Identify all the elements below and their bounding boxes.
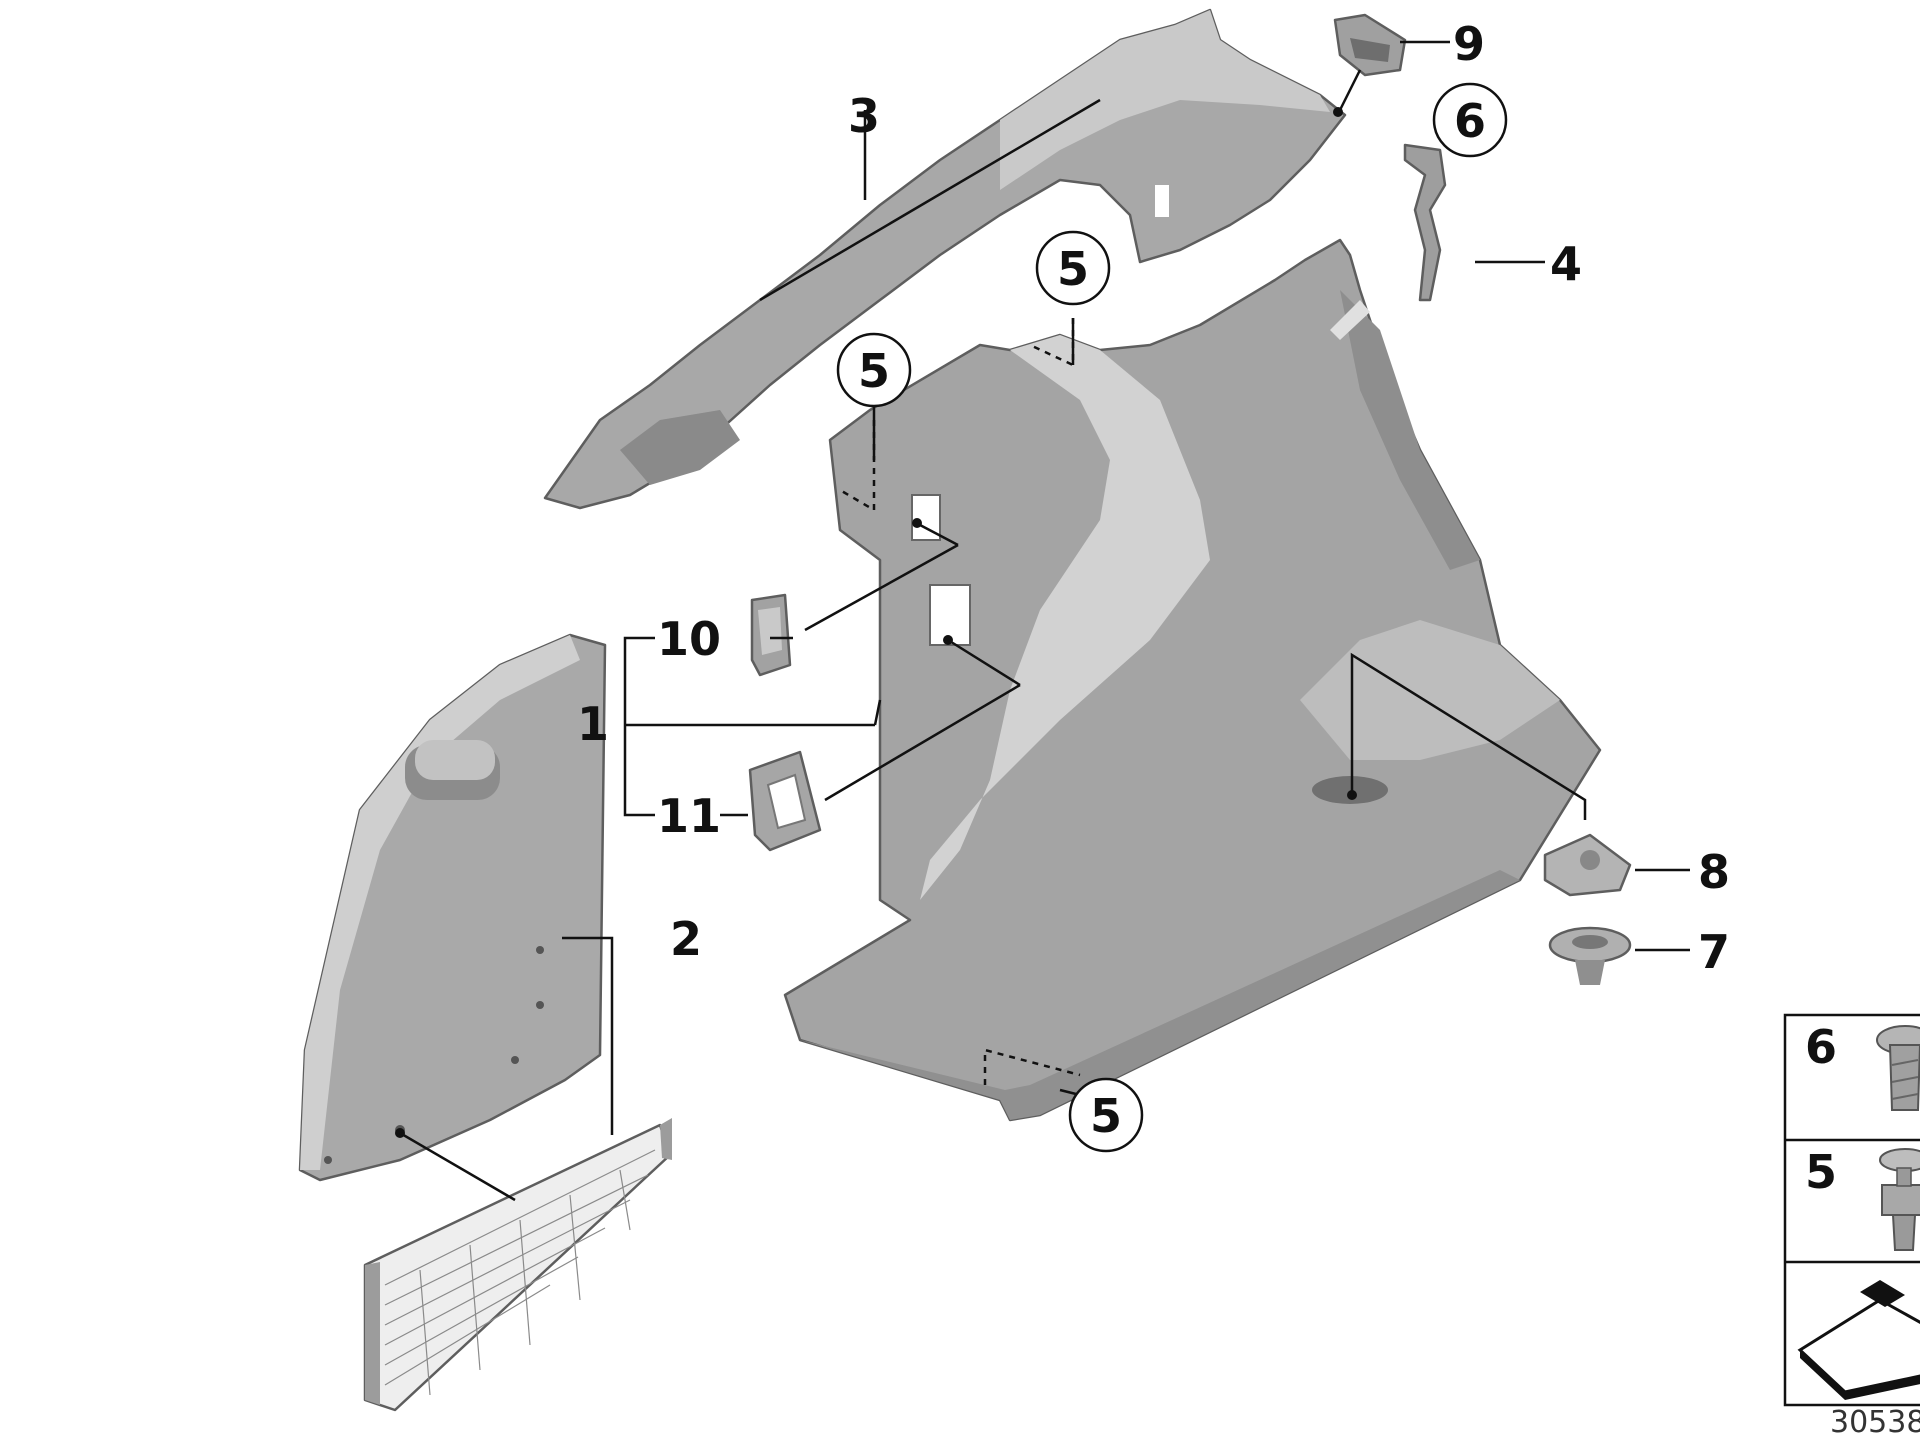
callout-8: 8 [1698, 845, 1730, 899]
part-2-net [363, 1118, 672, 1412]
expanding-rivet-icon [1879, 1148, 1920, 1251]
callout-9: 9 [1453, 17, 1485, 71]
callout-4: 4 [1550, 237, 1582, 291]
part-7-grommet [1548, 926, 1632, 985]
callout-10: 10 [657, 612, 721, 666]
part-4-bracket [1403, 143, 1447, 302]
screw-icon [1876, 1025, 1920, 1111]
callout-3: 3 [848, 89, 880, 143]
fastener-legend: 6 5 30538 [1783, 1013, 1920, 1440]
callout-1: 1 [577, 697, 609, 751]
callout-7: 7 [1698, 925, 1730, 979]
diagram-id: 30538 [1830, 1405, 1920, 1440]
callout-6-ring [1432, 82, 1508, 158]
part-8-cover [1543, 833, 1632, 897]
legend-row-5-num: 5 [1805, 1145, 1837, 1199]
callout-5b-ring [836, 332, 912, 408]
part-11-frame [748, 750, 822, 852]
part-10-cap [750, 593, 792, 677]
callout-5a: 5 [1057, 242, 1089, 296]
callout-5b: 5 [858, 344, 890, 398]
part-3-upper-trim [543, 8, 1347, 510]
callout-6: 6 [1454, 94, 1486, 148]
part-1-side-panel [783, 238, 1602, 1122]
callout-5a-ring [1035, 230, 1111, 306]
callout-2: 2 [670, 912, 702, 966]
sheet-symbol-icon [1797, 1280, 1920, 1400]
leader-lines [395, 40, 1690, 1202]
callout-11: 11 [657, 789, 721, 843]
part-2-side-cover [298, 633, 607, 1182]
legend-row-6-num: 6 [1805, 1020, 1837, 1074]
callouts: 3 9 6 4 5 5 10 1 11 2 8 7 5 [577, 17, 1730, 1153]
callout-5c-ring [1068, 1077, 1144, 1153]
part-9-clip [1333, 13, 1407, 77]
callout-5c: 5 [1090, 1089, 1122, 1143]
